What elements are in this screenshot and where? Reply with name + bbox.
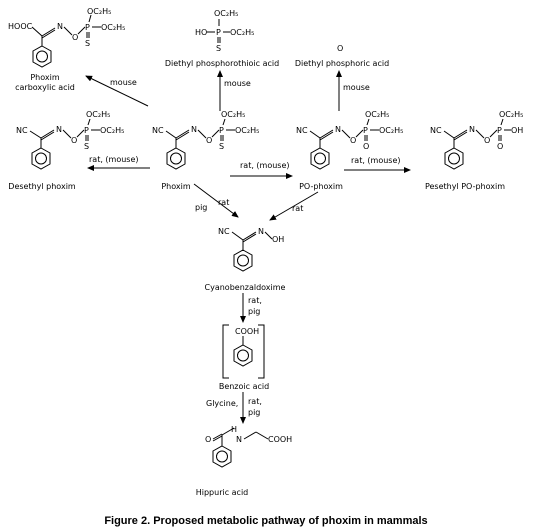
atom-o: O <box>350 136 356 145</box>
atom-oet: OC₂H₅ <box>221 110 245 119</box>
hippuric-acid-structure: O H N COOH Hippuric acid <box>196 425 292 497</box>
atom-o: O <box>206 136 212 145</box>
diethyl-phosphoric-acid-structure: O Diethyl phosphoric acid <box>295 44 389 68</box>
atom-oet: OC₂H₅ <box>101 23 125 32</box>
atom-s: S <box>85 39 90 48</box>
label-diethyl-phosphorothioic-acid: Diethyl phosphorothioic acid <box>165 59 279 68</box>
atom-p: P <box>84 126 89 135</box>
condition-pig: pig <box>248 307 260 316</box>
diethyl-phosphorothioic-acid-structure: OC₂H₅ HO P OC₂H₅ S Diethyl phosphorothio… <box>165 9 279 68</box>
atom-hooc: HOOC <box>8 22 33 31</box>
atom-oet: OC₂H₅ <box>235 126 259 135</box>
reaction-arrows: mouse mouse rat, (mouse) rat, (mouse) mo… <box>85 70 411 424</box>
atom-o: O <box>497 142 503 151</box>
label-desethyl-phoxim: Desethyl phoxim <box>8 182 76 191</box>
atom-cn: NC <box>152 126 164 135</box>
arrow-phoxim-to-oxime <box>193 183 239 218</box>
atom-oet: OC₂H₅ <box>100 126 124 135</box>
label-phoxim: Phoxim <box>161 182 191 191</box>
label-hippuric-acid: Hippuric acid <box>196 488 249 497</box>
atom-o: O <box>337 44 343 53</box>
atom-ho: HO <box>195 28 207 37</box>
label-diethyl-phosphoric-acid: Diethyl phosphoric acid <box>295 59 389 68</box>
arrow-to-carboxylic-acid <box>85 75 149 107</box>
condition-pig: pig <box>195 203 207 212</box>
condition-rat: rat, <box>248 296 262 305</box>
label-phoxim-carboxylic-acid-2: carboxylic acid <box>15 83 75 92</box>
atom-oh: OH <box>511 126 523 135</box>
atom-cooh: COOH <box>268 435 292 444</box>
atom-s: S <box>84 142 89 151</box>
left-bracket <box>222 324 229 379</box>
atom-n: N <box>57 22 63 31</box>
condition-mouse: mouse <box>110 78 137 87</box>
atom-cn: NC <box>296 126 308 135</box>
condition-rat-mouse: rat, (mouse) <box>240 161 290 170</box>
po-phoxim-structure: NC N O P OC₂H₅ OC₂H₅ O PO-phoxim <box>296 110 403 191</box>
atom-cooh: COOH <box>235 327 259 336</box>
atom-p: P <box>219 126 224 135</box>
condition-pig: pig <box>248 408 260 417</box>
atom-oet: OC₂H₅ <box>499 110 523 119</box>
atom-cn: NC <box>218 227 230 236</box>
condition-rat: rat <box>218 198 229 207</box>
atom-n: N <box>335 125 341 134</box>
atom-cn: NC <box>16 126 28 135</box>
atom-o: O <box>205 435 211 444</box>
atom-p: P <box>363 126 368 135</box>
atom-cn: NC <box>430 126 442 135</box>
phoxim-carboxylic-acid-structure: HOOC N O P OC₂H₅ OC₂H₅ S Phoxim carboxyl… <box>8 7 125 92</box>
label-po-phoxim: PO-phoxim <box>299 182 343 191</box>
atom-n: N <box>258 227 264 236</box>
figure-caption: Figure 2. Proposed metabolic pathway of … <box>104 515 427 527</box>
condition-mouse: mouse <box>224 79 251 88</box>
atom-n: N <box>469 125 475 134</box>
atom-oet: OC₂H₅ <box>365 110 389 119</box>
atom-s: S <box>219 142 224 151</box>
atom-p: P <box>85 23 90 32</box>
atom-o: O <box>484 136 490 145</box>
pesethyl-po-phoxim-structure: NC N O P OC₂H₅ OH O Pesethyl PO-phoxim <box>425 110 523 191</box>
label-phoxim-carboxylic-acid-1: Phoxim <box>30 73 60 82</box>
label-benzoic-acid: Benzoic acid <box>219 382 269 391</box>
condition-rat: rat <box>292 204 303 213</box>
phoxim-structure: NC N O P OC₂H₅ OC₂H₅ S Phoxim <box>152 110 259 191</box>
atom-oet: OC₂H₅ <box>230 28 254 37</box>
benzoic-acid-structure: COOH Benzoic acid <box>219 324 269 391</box>
atom-n: N <box>56 125 62 134</box>
atom-s: S <box>216 44 221 53</box>
condition-rat-mouse: rat, (mouse) <box>89 155 139 164</box>
label-cyanobenzaldoxime: Cyanobenzaldoxime <box>205 283 286 292</box>
atom-n: N <box>236 435 242 444</box>
atom-n: N <box>191 125 197 134</box>
condition-mouse: mouse <box>343 83 370 92</box>
atom-o: O <box>363 142 369 151</box>
atom-oet: OC₂H₅ <box>87 7 111 16</box>
cyanobenzaldoxime-structure: NC N OH Cyanobenzaldoxime <box>205 227 286 292</box>
atom-h: H <box>231 425 237 434</box>
arrow-po-phoxim-to-oxime <box>269 191 319 221</box>
right-bracket <box>258 324 265 379</box>
atom-oet: OC₂H₅ <box>379 126 403 135</box>
desethyl-phoxim-structure: NC N O P OC₂H₅ OC₂H₅ S Desethyl phoxim <box>8 110 124 191</box>
atom-oh: OH <box>272 235 284 244</box>
atom-oet: OC₂H₅ <box>86 110 110 119</box>
condition-rat: rat, <box>248 397 262 406</box>
atom-o: O <box>72 33 78 42</box>
condition-glycine: Glycine, <box>206 399 238 408</box>
atom-p: P <box>497 126 502 135</box>
condition-rat-mouse: rat, (mouse) <box>351 156 401 165</box>
atom-o: O <box>71 136 77 145</box>
atom-p: P <box>216 28 221 37</box>
label-pesethyl-po-phoxim: Pesethyl PO-phoxim <box>425 182 505 191</box>
atom-oet: OC₂H₅ <box>214 9 238 18</box>
